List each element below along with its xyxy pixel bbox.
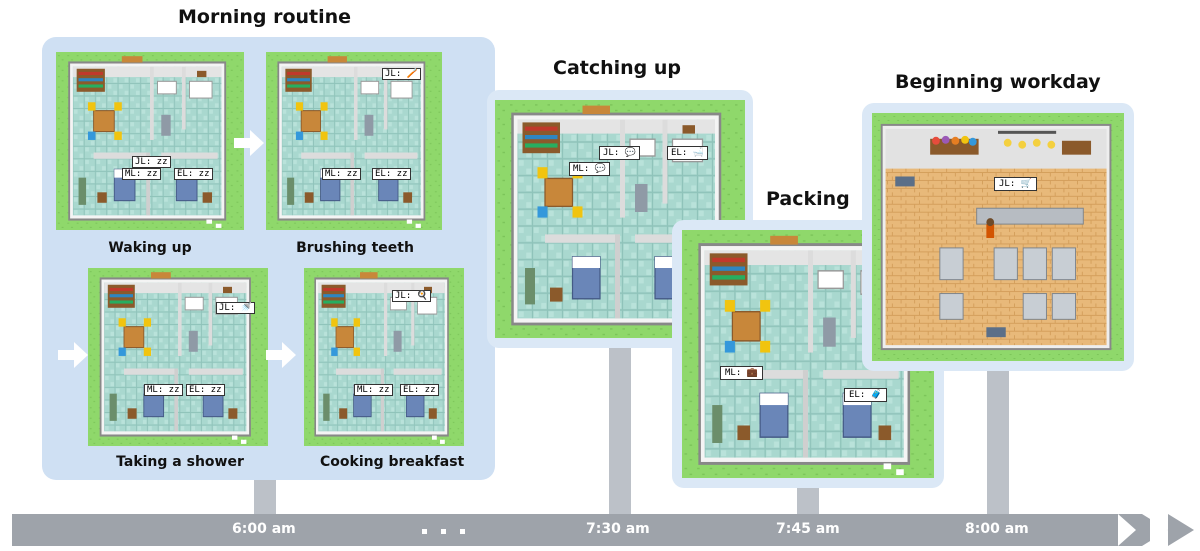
arrow-right-icon — [58, 342, 88, 368]
scene-brushing-teeth: JL: 🪥 ML: zz EL: zz — [266, 52, 442, 230]
speech-bubble-ml: ML: zz — [322, 168, 361, 180]
speech-bubble-jl: JL: 🚿 — [216, 302, 255, 314]
timeline-bar — [12, 514, 1142, 546]
speech-bubble-el: EL: zz — [174, 168, 213, 180]
chevron-right-icon — [1168, 514, 1194, 546]
room-scene — [56, 52, 244, 230]
speech-bubble-ml: ML: zz — [354, 384, 393, 396]
timeline-label-745: 7:45 am — [776, 521, 840, 537]
section-title-beginning-workday: Beginning workday — [895, 71, 1101, 93]
caption-cooking-breakfast: Cooking breakfast — [320, 454, 465, 470]
speech-bubble-jl: JL: zz — [132, 156, 171, 168]
timeline-label-600: 6:00 am — [232, 521, 296, 537]
speech-bubble-jl: JL: 🪥 — [382, 68, 421, 80]
speech-bubble-el: EL: zz — [400, 384, 439, 396]
scene-taking-shower: JL: 🚿 ML: zz EL: zz — [88, 268, 268, 446]
arrow-right-icon — [234, 130, 264, 156]
caption-brushing-teeth: Brushing teeth — [296, 240, 414, 256]
scene-cooking-breakfast: JL: 🍳 ML: zz EL: zz — [304, 268, 464, 446]
room-scene — [304, 268, 464, 446]
speech-bubble-jl: JL: 💬 — [599, 146, 640, 160]
chevron-separator-icon — [1118, 514, 1136, 546]
timeline-connector — [609, 348, 631, 516]
section-title-packing: Packing — [766, 188, 850, 210]
store-scene — [872, 113, 1124, 361]
speech-bubble-jl: JL: 🛒 — [994, 177, 1037, 191]
speech-bubble-el: EL: 🛁 — [667, 146, 708, 160]
speech-bubble-el: EL: zz — [186, 384, 225, 396]
room-scene — [88, 268, 268, 446]
chevron-separator-icon — [1150, 514, 1168, 546]
timeline-connector — [254, 480, 276, 516]
speech-bubble-el: EL: 🧳 — [844, 388, 887, 402]
timeline-ellipsis — [422, 529, 465, 534]
timeline-label-730: 7:30 am — [586, 521, 650, 537]
timeline-connector — [987, 371, 1009, 516]
speech-bubble-ml: ML: zz — [122, 168, 161, 180]
speech-bubble-ml: ML: zz — [144, 384, 183, 396]
arrow-right-icon — [266, 342, 296, 368]
speech-bubble-ml: ML: 💬 — [569, 162, 610, 176]
timeline-connector — [797, 488, 819, 516]
section-title-morning-routine: Morning routine — [178, 6, 352, 28]
timeline-label-800: 8:00 am — [965, 521, 1029, 537]
scene-waking-up: ML: zz JL: zz EL: zz — [56, 52, 244, 230]
caption-taking-shower: Taking a shower — [116, 454, 244, 470]
speech-bubble-el: EL: zz — [372, 168, 411, 180]
speech-bubble-jl: JL: 🍳 — [392, 290, 431, 302]
section-title-catching-up: Catching up — [553, 57, 682, 79]
caption-waking-up: Waking up — [108, 240, 192, 256]
speech-bubble-ml: ML: 💼 — [720, 366, 763, 380]
scene-beginning-workday: JL: 🛒 — [862, 103, 1134, 371]
